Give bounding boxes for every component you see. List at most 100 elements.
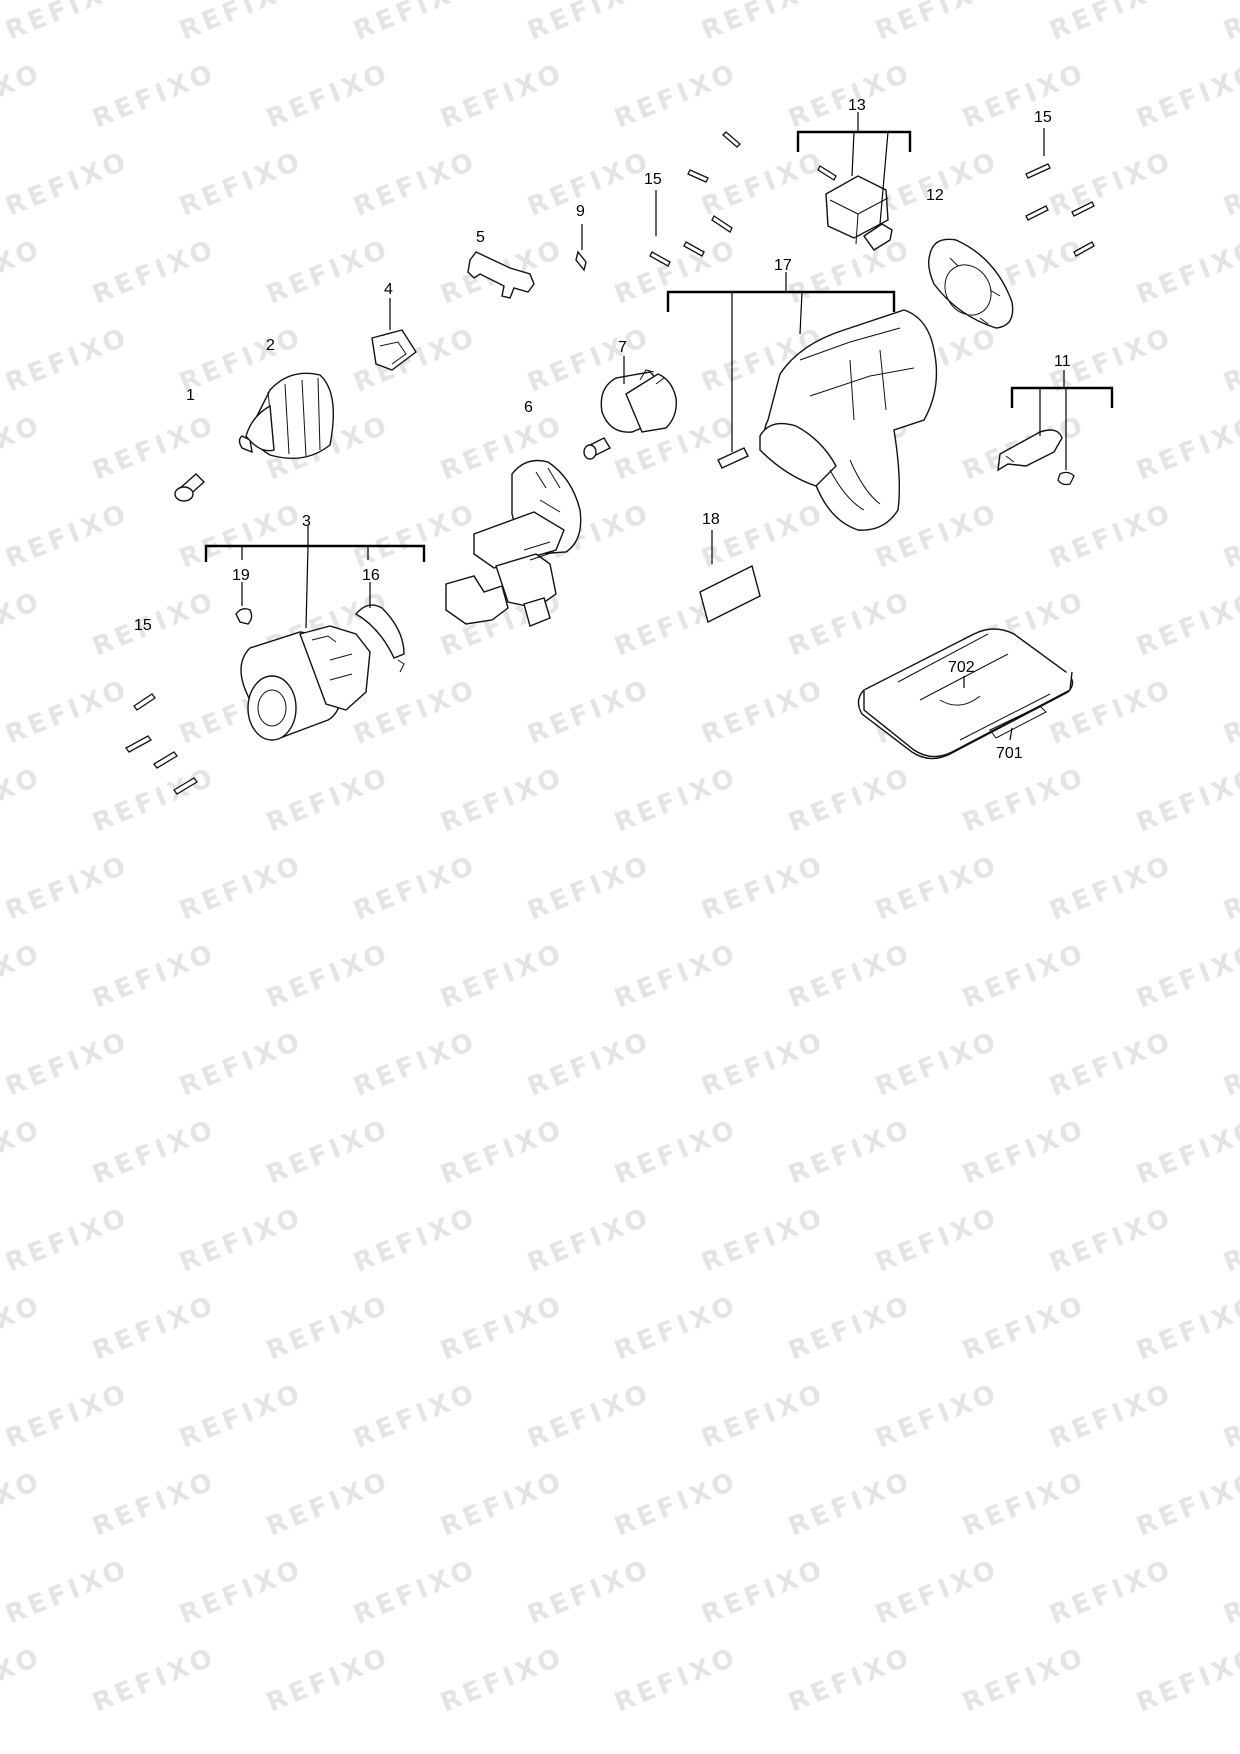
part-17-housing (759, 309, 938, 531)
watermark-text: REFIXO (523, 850, 655, 927)
watermark-text: REFIXO (1132, 1114, 1240, 1191)
watermark-text: REFIXO (0, 762, 47, 839)
label-part-16: 16 (362, 567, 380, 584)
watermark-text: REFIXO (0, 1290, 47, 1367)
watermark-text: REFIXO (523, 674, 655, 751)
watermark-text: REFIXO (1132, 762, 1240, 839)
watermark-text: REFIXO (1, 1378, 133, 1455)
watermark-text: REFIXO (958, 938, 1090, 1015)
watermark-text: REFIXO (871, 0, 1003, 46)
watermark-text: REFIXO (175, 1026, 307, 1103)
watermark-text: REFIXO (523, 1202, 655, 1279)
watermark-text: REFIXO (784, 1114, 916, 1191)
watermark-text: REFIXO (349, 674, 481, 751)
watermark-text: REFIXO (0, 410, 47, 487)
watermark-text: REFIXO (958, 1642, 1090, 1719)
watermark-text: REFIXO (784, 938, 916, 1015)
watermark-text: REFIXO (1219, 850, 1240, 927)
watermark-text: REFIXO (697, 498, 829, 575)
watermark-text: REFIXO (1045, 498, 1177, 575)
label-part-15-left: 15 (134, 617, 152, 634)
part-2-chuck (238, 372, 335, 460)
watermark-text: REFIXO (784, 234, 916, 311)
part-17-plate (717, 447, 749, 469)
watermark-text: REFIXO (262, 58, 394, 135)
watermark-text: REFIXO (349, 498, 481, 575)
watermark-text: REFIXO (1132, 234, 1240, 311)
watermark-text: REFIXO (1, 674, 133, 751)
watermark-text: REFIXO (1, 1202, 133, 1279)
watermark-text: REFIXO (1045, 1378, 1177, 1455)
watermark-text: REFIXO (784, 1642, 916, 1719)
watermark-text: REFIXO (871, 146, 1003, 223)
watermark-text: REFIXO (784, 1290, 916, 1367)
screw-group-top (649, 131, 741, 267)
watermark-text: REFIXO (523, 146, 655, 223)
watermark-text: REFIXO (262, 1466, 394, 1543)
label-part-15-right: 15 (1034, 109, 1052, 126)
watermark-text: REFIXO (349, 1026, 481, 1103)
watermark-text: REFIXO (262, 938, 394, 1015)
watermark-text: REFIXO (1, 0, 133, 46)
watermark-text: REFIXO (1132, 1290, 1240, 1367)
watermark-text: REFIXO (958, 58, 1090, 135)
watermark-text: REFIXO (1045, 1554, 1177, 1631)
watermark-text: REFIXO (697, 1026, 829, 1103)
screw-group-left (125, 693, 198, 795)
watermark-text: REFIXO (697, 1202, 829, 1279)
watermark-text: REFIXO (871, 1378, 1003, 1455)
watermark-text: REFIXO (958, 762, 1090, 839)
watermark-text: REFIXO (1045, 0, 1177, 46)
part-19-clip (235, 607, 253, 625)
watermark-text: REFIXO (1132, 58, 1240, 135)
watermark-text: REFIXO (175, 1378, 307, 1455)
label-part-7: 7 (618, 339, 627, 356)
watermark-text: REFIXO (175, 1554, 307, 1631)
watermark-text: REFIXO (1132, 586, 1240, 663)
watermark-text: REFIXO (436, 58, 568, 135)
watermark-text: REFIXO (1219, 1202, 1240, 1279)
watermark-text: REFIXO (436, 1290, 568, 1367)
watermark-text: REFIXO (88, 410, 220, 487)
watermark-text: REFIXO (1132, 1642, 1240, 1719)
watermark-text: REFIXO (88, 234, 220, 311)
watermark-text: REFIXO (262, 1114, 394, 1191)
watermark-text: REFIXO (349, 146, 481, 223)
watermark-text: REFIXO (0, 1642, 47, 1719)
part-18-label (699, 564, 761, 624)
watermark-text: REFIXO (523, 1378, 655, 1455)
watermark-text: REFIXO (1219, 498, 1240, 575)
watermark-text: REFIXO (0, 58, 47, 135)
label-part-12: 12 (926, 187, 944, 204)
watermark-text: REFIXO (697, 146, 829, 223)
watermark-text: REFIXO (175, 1202, 307, 1279)
label-part-18: 18 (702, 511, 720, 528)
watermark-text: REFIXO (871, 850, 1003, 927)
watermark-text: REFIXO (88, 762, 220, 839)
watermark-text: REFIXO (958, 1114, 1090, 1191)
label-part-3: 3 (302, 513, 311, 530)
watermark-text: REFIXO (175, 0, 307, 46)
part-labels: 1 2 3 4 5 6 7 9 11 12 13 15 15 15 16 17 … (134, 97, 1071, 762)
watermark-text: REFIXO (0, 234, 47, 311)
label-part-13: 13 (848, 97, 866, 114)
part-1-screw (174, 473, 206, 502)
part-6-electronics (445, 459, 582, 627)
watermark-text: REFIXO (349, 1202, 481, 1279)
watermark-text: REFIXO (784, 586, 916, 663)
watermark-text: REFIXO (436, 1114, 568, 1191)
watermark-text: REFIXO (1219, 674, 1240, 751)
leader-lines (204, 112, 1114, 741)
watermark-text: REFIXO (784, 1466, 916, 1543)
watermark-text: REFIXO (88, 58, 220, 135)
label-part-11: 11 (1054, 353, 1071, 370)
watermark-text: REFIXO (610, 1642, 742, 1719)
watermark-text: REFIXO (610, 1114, 742, 1191)
watermark-text: REFIXO (1132, 938, 1240, 1015)
label-part-19: 19 (232, 567, 250, 584)
watermark-text: REFIXO (1, 850, 133, 927)
watermark-layer: REFIXO REFIXO REFIXO REFIXO REFIXO REFIXO REFI… (0, 0, 1240, 1718)
watermark-text: REFIXO (1, 498, 133, 575)
part-12-end-plate (927, 238, 1014, 329)
